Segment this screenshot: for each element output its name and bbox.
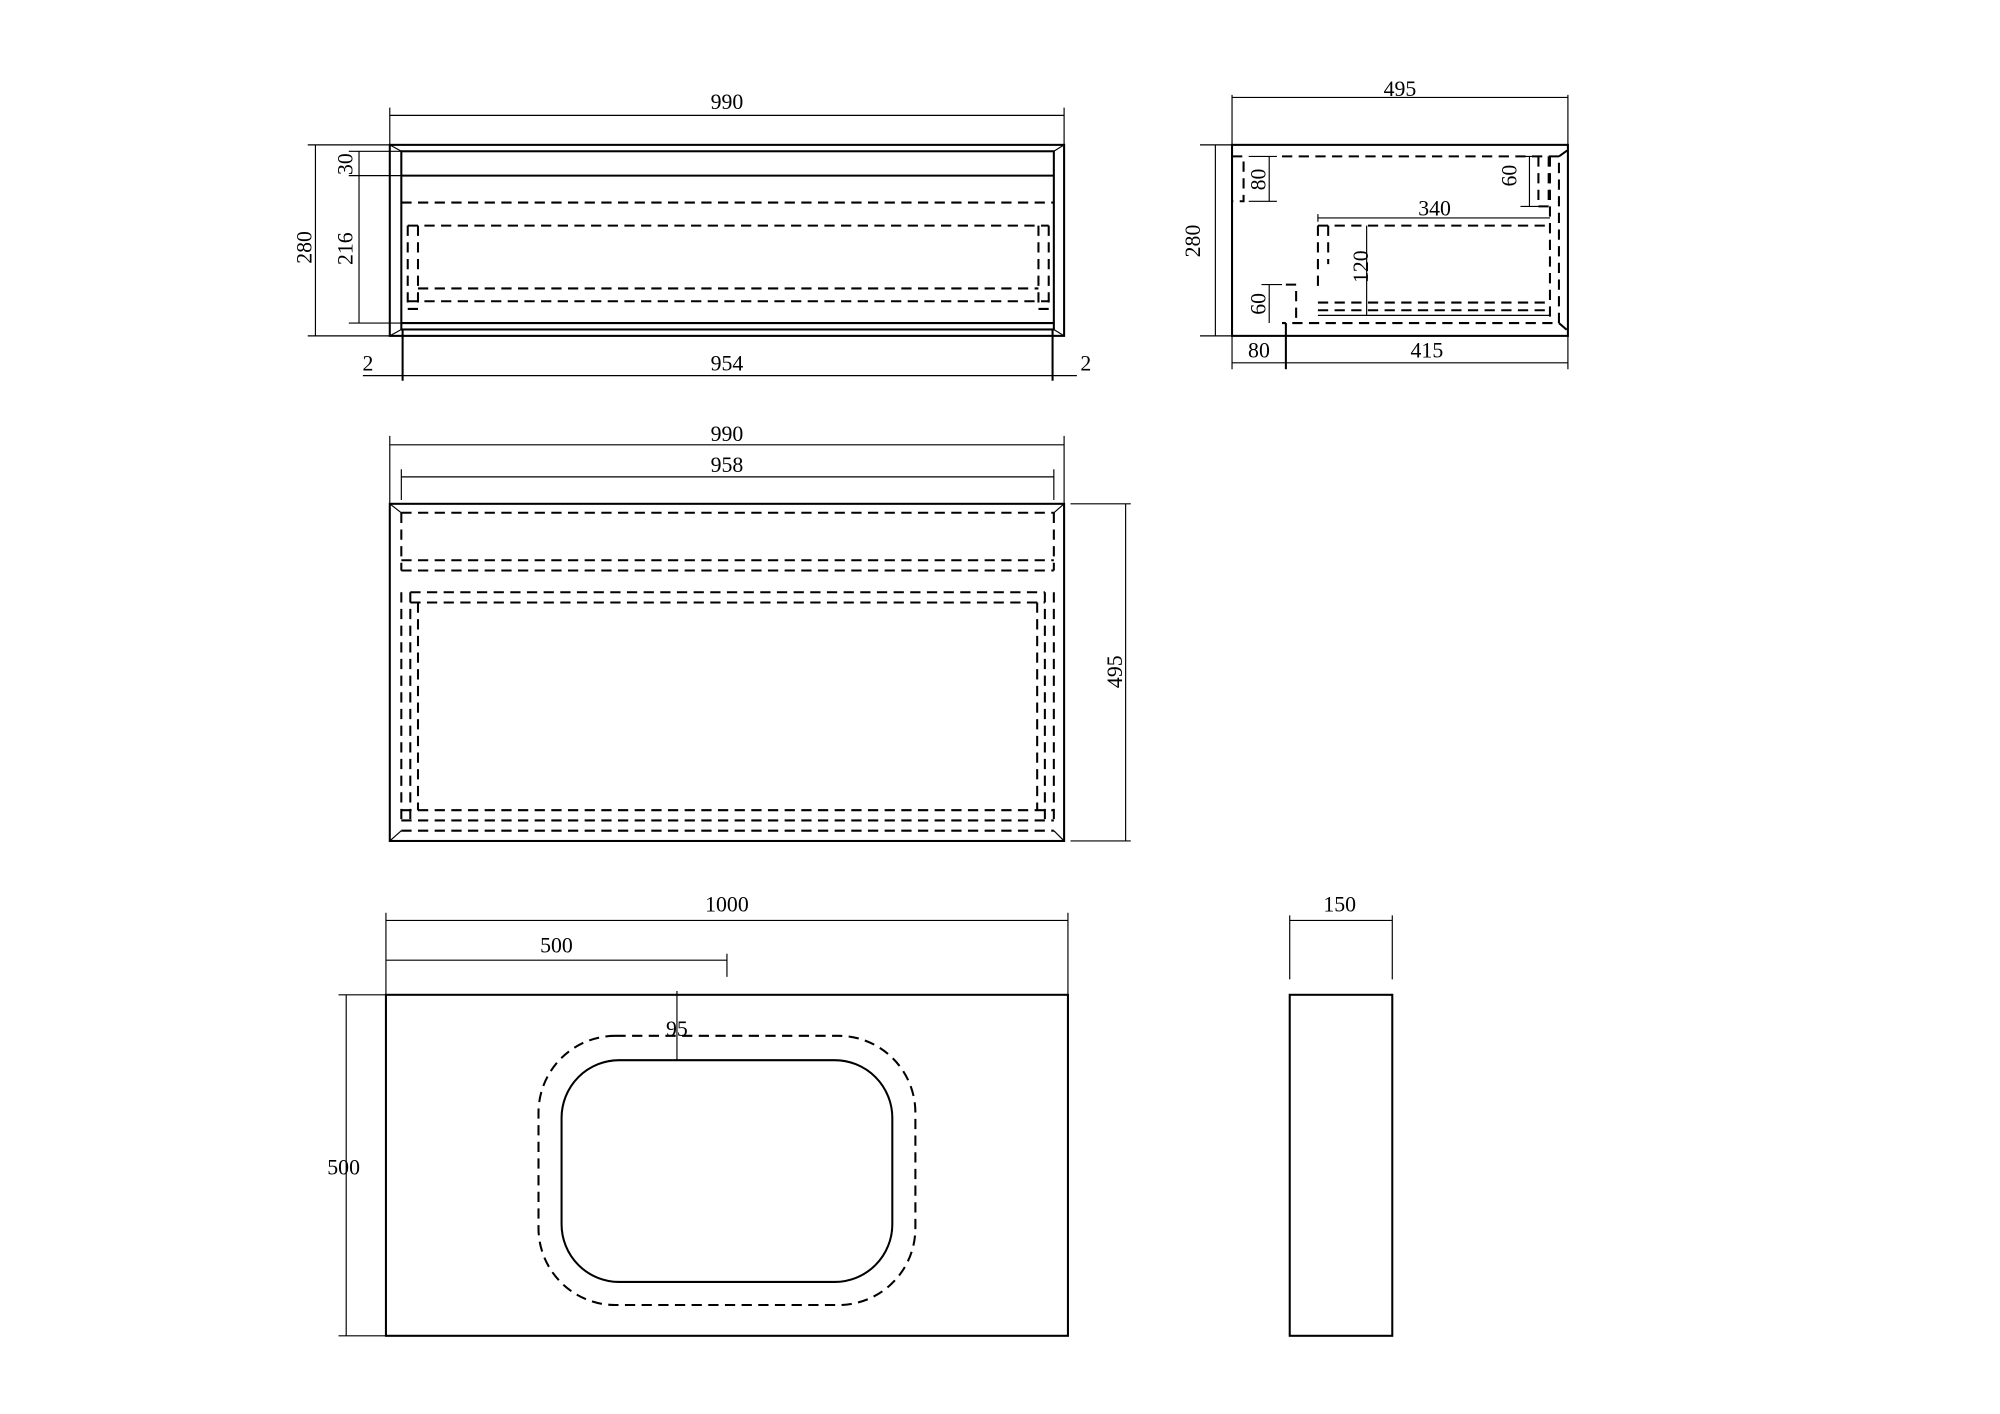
- dim-rear-offset: 80: [1248, 339, 1270, 363]
- basin-cutout-outline: [537, 1034, 917, 1307]
- dim-center-offset: 500: [540, 933, 573, 957]
- dim-side-height: 280: [1181, 225, 1205, 258]
- dim-side-depth: 495: [1384, 77, 1417, 101]
- dim-plan-width: 990: [711, 422, 744, 446]
- dim-rear-bracket: 80: [1246, 168, 1270, 190]
- dim-top-depth: 500: [327, 1155, 360, 1179]
- dim-rear-low-bracket: 60: [1246, 293, 1270, 315]
- dim-front-width: 990: [711, 90, 744, 114]
- dim-front-bracket: 60: [1498, 165, 1522, 187]
- dim-top-thickness: 150: [1323, 892, 1356, 916]
- dim-drawer-depth: 340: [1418, 196, 1451, 220]
- dim-plan-inner-width: 958: [711, 453, 744, 477]
- side-view: 495 280 80 415 80 340 120 60 60: [1181, 77, 1569, 370]
- dim-drawer-height: 120: [1349, 250, 1373, 283]
- dim-drawer-height: 216: [334, 232, 358, 265]
- front-view: 990 280 30 216 2 954 2: [293, 90, 1091, 381]
- basin-outline: [560, 1059, 894, 1283]
- dim-plan-depth: 495: [1103, 655, 1127, 688]
- dim-top-width: 1000: [705, 892, 749, 916]
- plan-view: 990 958 495: [388, 422, 1131, 842]
- dim-front-depth: 415: [1411, 339, 1444, 363]
- basin-top-view: 1000 500 500 95 150: [327, 892, 1394, 1337]
- dim-basin-setback: 95: [666, 1017, 688, 1041]
- dim-inner-width: 954: [711, 351, 744, 375]
- dim-leg-right: 2: [1080, 351, 1091, 375]
- dim-front-height: 280: [293, 231, 317, 264]
- dim-leg-left: 2: [363, 351, 374, 375]
- dim-top-rail: 30: [334, 153, 358, 175]
